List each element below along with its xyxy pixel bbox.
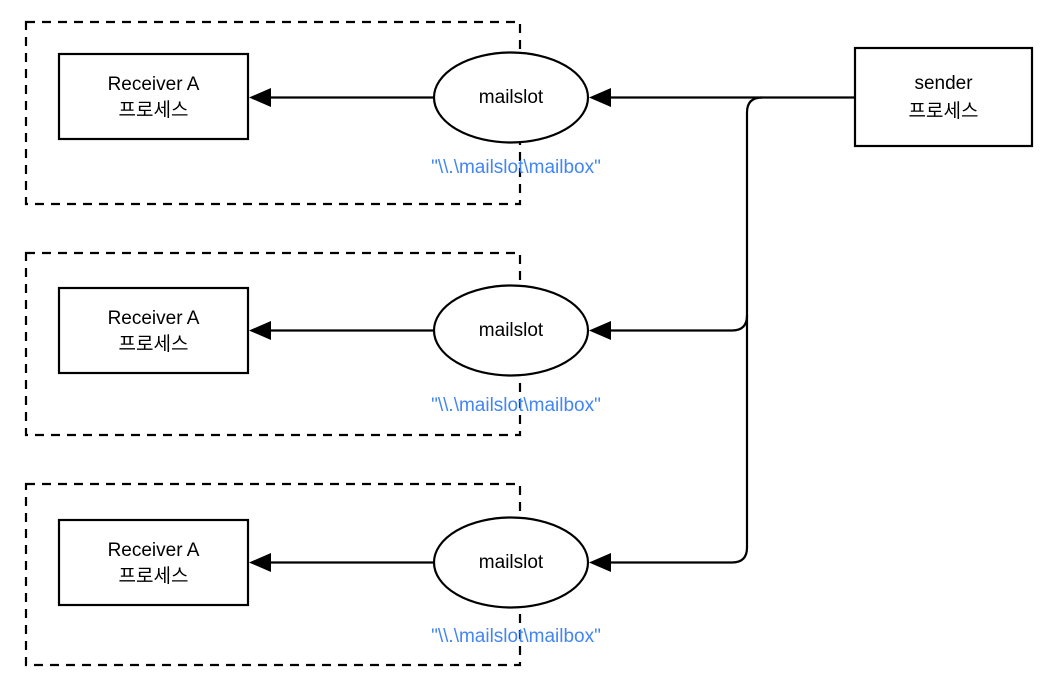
receiver-process-box-2[interactable] [57, 286, 250, 375]
receiver-process-label-line1-3: Receiver A [108, 540, 200, 561]
sender-process-label-line2: 프로세스 [909, 100, 979, 122]
mailslot-label-2: mailslot [479, 320, 544, 341]
arrow-head-mailslot-to-receiver-3 [249, 553, 271, 572]
sender-process-label-line1: sender [914, 73, 973, 94]
mailslot-ellipse-2[interactable] [432, 284, 590, 377]
receiver-process-box-3[interactable] [57, 518, 250, 607]
connector-branch-to-mailslot-2 [611, 315, 749, 332]
arrow-head-mailslot-to-receiver-2 [249, 321, 271, 340]
mailslot-ellipse-3[interactable] [432, 516, 590, 609]
connector-branch-to-mailslot-3 [611, 547, 749, 564]
receiver-process-label-line1-2: Receiver A [108, 308, 200, 329]
receiver-process-box-1[interactable] [57, 52, 250, 141]
mailslot-ellipse-1[interactable] [432, 51, 590, 144]
mailslot-label-1: mailslot [479, 87, 544, 108]
mailslot-label-3: mailslot [479, 552, 544, 573]
mailslot-path-label-1: "\\.\mailslot\mailbox" [431, 157, 601, 178]
mailslot-path-label-2: "\\.\mailslot\mailbox" [431, 395, 601, 416]
arrow-head-sender-to-mailslot-3 [589, 553, 611, 572]
sender-distribution-connector [611, 96, 855, 564]
mailslot-group-2: Receiver A 프로세스 mailslot "\\.\mailslot\m… [24, 251, 611, 437]
mailslot-path-label-3: "\\.\mailslot\mailbox" [431, 626, 601, 647]
arrow-head-sender-to-mailslot-2 [589, 321, 611, 340]
arrow-head-mailslot-to-receiver-1 [249, 88, 271, 107]
sender-process-box[interactable] [853, 46, 1034, 148]
arrow-head-sender-to-mailslot-1 [589, 88, 611, 107]
receiver-process-label-line2-3: 프로세스 [119, 565, 189, 587]
mailslot-group-1: Receiver A 프로세스 mailslot "\\.\mailslot\m… [24, 20, 611, 206]
receiver-process-label-line1-1: Receiver A [108, 74, 200, 95]
mailslot-group-3: Receiver A 프로세스 mailslot "\\.\mailslot\m… [24, 482, 611, 667]
connector-vertical-drop [745, 96, 763, 548]
sender-group: sender 프로세스 [853, 46, 1034, 148]
receiver-process-label-line2-1: 프로세스 [119, 99, 189, 121]
receiver-process-label-line2-2: 프로세스 [119, 333, 189, 355]
